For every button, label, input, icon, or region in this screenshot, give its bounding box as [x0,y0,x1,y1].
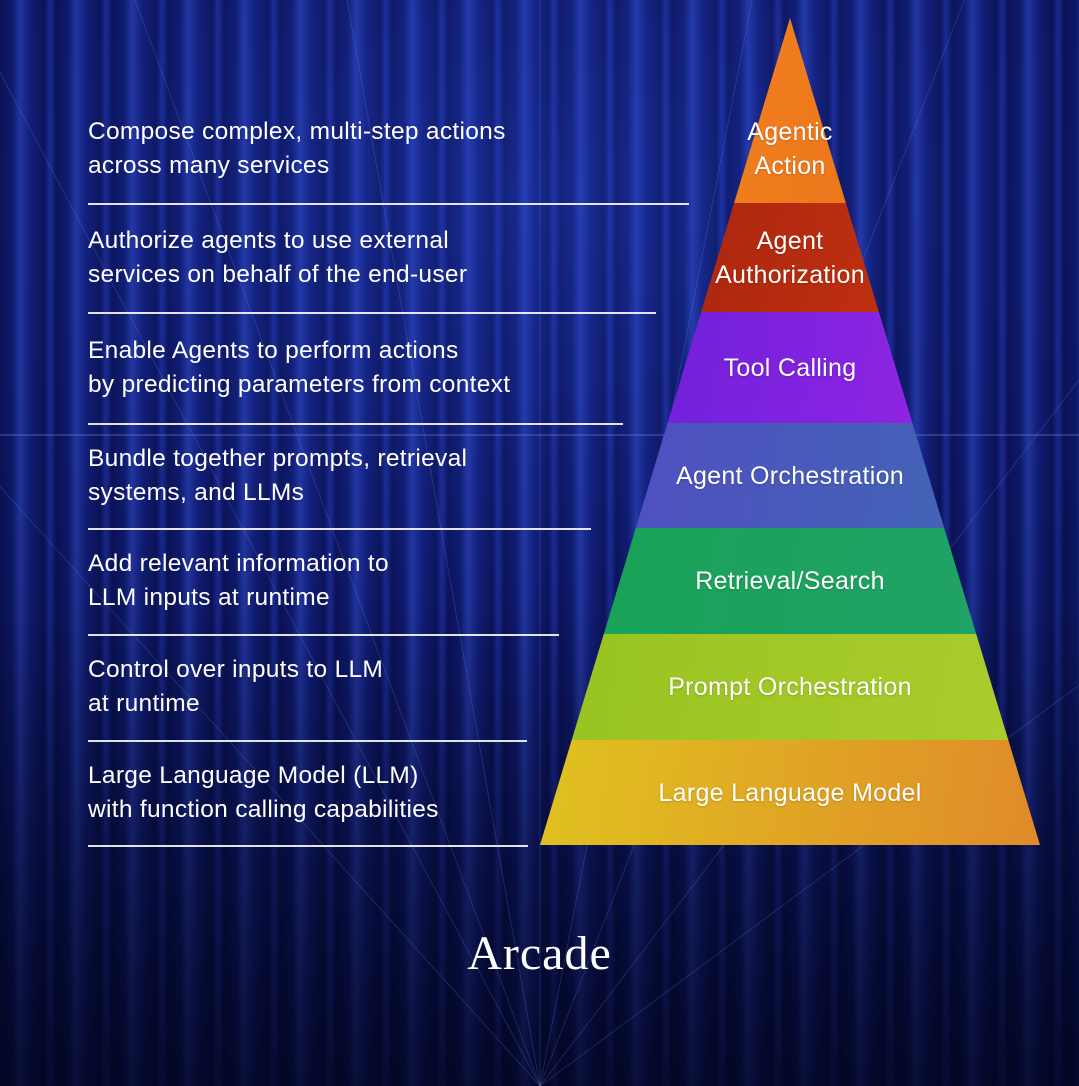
layer-description-prompt-orchestration: Control over inputs to LLM at runtime [88,656,384,717]
separator-line [88,634,559,636]
pyramid-label-retrieval-search: Retrieval/Search [695,567,885,595]
separator-line [88,845,528,847]
separator-line [88,528,591,530]
pyramid-label-tool-calling: Tool Calling [723,353,857,382]
arcade-logo: Arcade [467,927,612,980]
pyramid-label-agent-authorization: Agent Authorization [715,226,865,289]
pyramid-label-large-language-model: Large Language Model [658,778,922,807]
pyramid-label-agentic-action: Agentic Action [747,117,833,180]
separator-line [88,423,623,425]
pyramid-diagram: Agentic Action Agent Authorization Tool … [540,18,1040,845]
layer-description-retrieval-search: Add relevant information to LLM inputs a… [88,550,389,611]
pyramid-segment-prompt-orchestration [571,634,1009,740]
pyramid-segment-large-language-model [540,740,1040,845]
pyramid-segment-tool-calling [667,312,913,423]
layer-description-tool-calling: Enable Agents to perform actions by pred… [88,336,511,398]
pyramid-segment-agent-orchestration [635,423,945,528]
pyramid-label-prompt-orchestration: Prompt Orchestration [668,673,912,701]
layer-description-agent-authorization: Authorize agents to use external service… [88,226,468,288]
separator-line [88,740,527,742]
layer-description-agentic-action: Compose complex, multi-step actions acro… [88,118,506,179]
separator-line [88,203,689,205]
pyramid-label-agent-orchestration: Agent Orchestration [675,461,905,490]
layer-description-large-language-model: Large Language Model (LLM) with function… [88,761,439,823]
pyramid-segment-agent-authorization [701,203,879,312]
layer-description-agent-orchestration: Bundle together prompts, retrieval syste… [88,444,468,506]
pyramid-segment-retrieval-search [603,528,977,634]
separator-line [88,312,656,314]
